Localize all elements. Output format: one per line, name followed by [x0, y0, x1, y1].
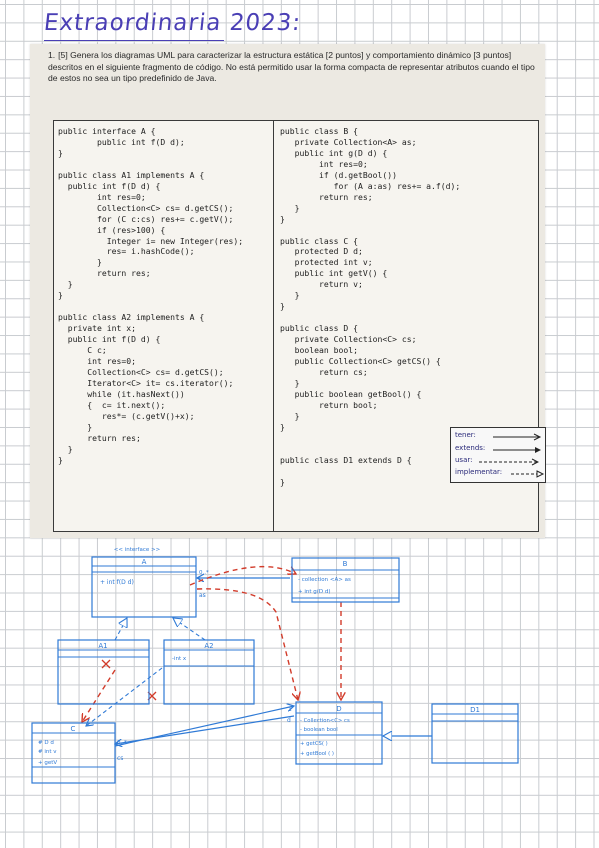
legend-label-usar: usar:: [455, 456, 473, 464]
class-c-operation: + getV: [38, 760, 57, 766]
class-c-attribute: # D d: [38, 740, 54, 746]
class-a2-attribute: -int x: [172, 656, 187, 662]
legend-row-extends: extends:: [455, 444, 541, 455]
legend-association-arrow-icon: [493, 433, 542, 441]
association-labels: 0..* as 0..* cs 1 d: [117, 570, 292, 762]
multiplicity-label: 0..*: [117, 740, 127, 746]
legend-row-usar: usar:: [455, 456, 539, 467]
legend-dependency-arrow-icon: [479, 458, 539, 466]
code-left-column: public interface A { public int f(D d); …: [58, 126, 244, 465]
class-b-operation: + int g(D d): [298, 589, 331, 595]
realization-a1-to-a: [114, 618, 127, 641]
cross-mark-icon: [101, 659, 111, 669]
code-column-divider: [273, 121, 274, 531]
multiplicity-label: 1: [288, 706, 292, 713]
class-a2: A2 -int x: [163, 639, 255, 705]
realization-a2-to-a: [173, 618, 206, 641]
dependency-a1-to-c: [82, 669, 116, 722]
legend-label-tener: tener:: [455, 431, 476, 439]
class-d-attribute: - boolean bool: [300, 727, 338, 733]
class-d-operation: + getCS( ): [300, 741, 328, 747]
role-label: as: [199, 592, 206, 599]
legend-row-implementar: implementar:: [455, 468, 545, 479]
heading-underline: [44, 40, 224, 41]
relationship-lines: [82, 565, 432, 746]
dependency-a-to-b: [189, 565, 296, 586]
legend-label-extends: extends:: [455, 444, 486, 452]
class-a2-name: A2: [204, 642, 213, 650]
class-a-operation: + int f(D d): [100, 579, 134, 586]
class-a-name: A: [142, 558, 147, 566]
association-d-to-c: [115, 715, 295, 744]
class-d1-name: D1: [470, 706, 480, 714]
class-b-name: B: [343, 560, 348, 568]
class-b: B - collection <A> as + int g(D d): [291, 557, 400, 603]
role-label: d: [287, 717, 291, 724]
exercise-statement-text: [5] Genera los diagramas UML para caract…: [48, 50, 535, 83]
code-right-column: public class B { private Collection<A> a…: [280, 126, 461, 487]
class-a-stereotype: << interface >>: [114, 547, 161, 553]
class-c-name: C: [71, 725, 76, 733]
class-a: << interface >> A + int f(D d): [91, 547, 197, 618]
class-a1: A1: [57, 639, 150, 705]
exercise-number: 1.: [48, 50, 56, 60]
code-listing: public interface A { public int f(D d); …: [53, 120, 539, 532]
legend-realization-arrow-icon: [511, 470, 545, 478]
class-d1: D1: [431, 703, 519, 764]
class-d-attribute: - Collection<C> cs: [300, 718, 350, 724]
legend-generalization-arrow-icon: [493, 447, 541, 453]
class-c-attribute: # int v: [38, 749, 57, 755]
class-a1-name: A1: [98, 642, 107, 650]
class-d-name: D: [336, 705, 341, 713]
class-d-operation: + getBool ( ): [300, 751, 334, 757]
class-c: C # D d # int v + getV: [31, 722, 116, 784]
dependency-a-to-d: [196, 588, 298, 700]
legend-label-implementar: implementar:: [455, 468, 503, 476]
class-b-attribute: - collection <A> as: [298, 577, 351, 583]
arrow-legend: tener: extends: usar: implementar:: [450, 427, 546, 483]
role-label: cs: [117, 755, 123, 762]
legend-row-tener: tener:: [455, 431, 542, 442]
exercise-statement: 1.[5] Genera los diagramas UML para cara…: [48, 50, 538, 85]
class-d: D - Collection<C> cs - boolean bool + ge…: [295, 701, 383, 765]
multiplicity-label: 0..*: [199, 570, 209, 576]
